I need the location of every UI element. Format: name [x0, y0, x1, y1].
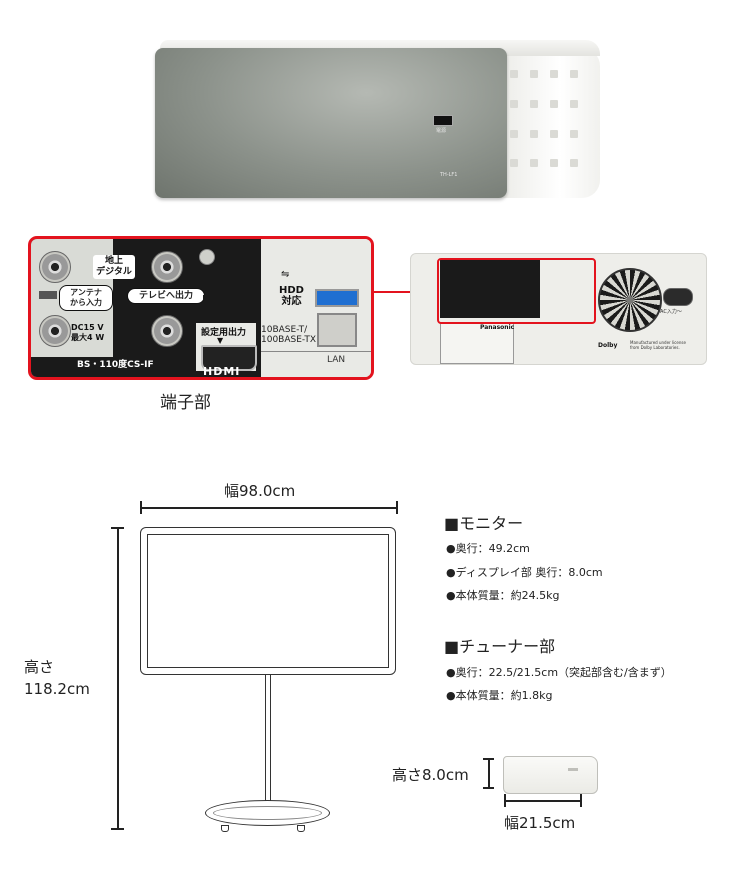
tv-frame	[140, 527, 396, 675]
zoom-connector-line	[374, 291, 440, 293]
lan-label: LAN	[327, 355, 346, 365]
lan-port	[317, 313, 357, 347]
setting-out-label: 設定用出力	[201, 328, 247, 338]
dc-label: DC15 V 最大4 W	[71, 323, 105, 342]
tuner-height-label: 高さ8.0cm	[392, 766, 469, 784]
tuner-spec-item: ●奥行：22.5/21.5cm（突起部含む/含まず）	[446, 666, 672, 679]
thumb-brand: Panasonic	[480, 324, 515, 331]
terminal-caption: 端子部	[160, 393, 211, 413]
tv-out-label: テレビへ出力	[127, 288, 205, 304]
antenna-in-label: アンテナ から入力	[59, 285, 113, 311]
hdmi-port	[201, 345, 257, 371]
side-vents	[510, 70, 590, 180]
thumb-highlight	[437, 258, 596, 324]
tv-width-label: 幅98.0cm	[224, 482, 296, 500]
tv-stand-pole	[265, 675, 271, 805]
tv-height-label: 高さ	[24, 658, 55, 676]
monitor-spec-item: ●本体質量：約24.5kg	[446, 589, 560, 602]
terrestrial-connector	[39, 251, 71, 283]
tuner-spec-heading: ■チューナー部	[444, 637, 556, 656]
usb-a-port	[315, 289, 359, 307]
tv-height-line	[117, 527, 119, 829]
screw-icon	[199, 249, 215, 265]
bs-connector	[39, 315, 71, 347]
base-tx-label: 10BASE-T/ 100BASE-TX	[261, 325, 316, 345]
tuner-mini-box	[503, 756, 598, 794]
monitor-spec-heading: ■モニター	[444, 514, 524, 533]
tv-screen	[147, 534, 389, 668]
tuner-spec-item: ●本体質量：約1.8kg	[446, 689, 553, 702]
tv-width-line	[140, 507, 397, 509]
ac-inlet	[663, 288, 693, 306]
monitor-spec-item: ●ディスプレイ部 奥行：8.0cm	[446, 566, 603, 579]
terrestrial-out-connector	[151, 251, 183, 283]
bs-cs-label: BS・110度CS-IF	[77, 360, 154, 370]
ac-label: AC入力～	[660, 309, 682, 315]
model-label: TH-LF1	[440, 172, 458, 178]
front-usb-port	[433, 115, 453, 126]
front-usb-label: 電源	[436, 128, 447, 134]
hdd-label: HDD 対応	[279, 285, 304, 307]
stand-foot	[297, 825, 305, 832]
bs-out-connector	[151, 315, 183, 347]
terrestrial-label: 地上 デジタル	[93, 255, 135, 279]
dolby-note: Manufactured under license from Dolby La…	[630, 340, 686, 350]
tuner-width-line	[504, 800, 581, 802]
monitor-spec-item: ●奥行：49.2cm	[446, 542, 530, 555]
rear-panel-zoom: 地上 デジタル アンテナ から入力 テレビへ出力 DC15 V 最大4 W BS…	[28, 236, 374, 380]
tuner-width-label: 幅21.5cm	[504, 814, 576, 832]
hdmi-label: HDMI	[203, 365, 241, 378]
dolby-logo: Dolby	[598, 342, 618, 349]
tuner-height-line	[488, 758, 490, 788]
usb-icon: ⇋	[281, 269, 290, 280]
fan-vent	[598, 268, 662, 332]
stand-foot	[221, 825, 229, 832]
tv-height-value: 118.2cm	[24, 680, 90, 698]
